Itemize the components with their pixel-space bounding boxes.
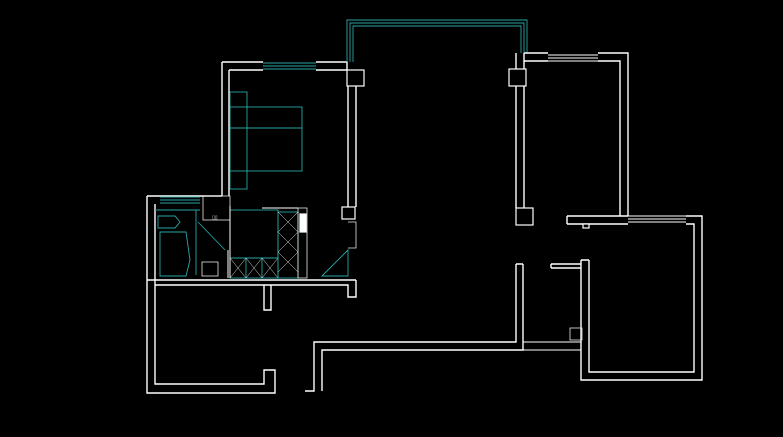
left-wing-mid-wall <box>155 279 357 298</box>
bed <box>229 91 303 190</box>
right-lower-window <box>628 215 686 223</box>
closet <box>229 207 308 279</box>
bedroom-wall-left <box>221 62 230 196</box>
bedroom-wall-right <box>347 86 357 207</box>
corridor-wall <box>305 263 524 392</box>
left-wing-window <box>160 196 200 204</box>
balcony-top <box>346 19 528 62</box>
right-room-wall-bottom <box>566 215 628 225</box>
balcony-railing <box>346 19 528 62</box>
master-bedroom <box>221 61 365 220</box>
right-upper-room <box>508 52 629 229</box>
column <box>515 207 534 226</box>
bedroom-wall-top-right <box>316 61 348 71</box>
bedroom-window <box>263 62 316 70</box>
column <box>341 206 356 220</box>
bathroom: ▯▯ <box>155 195 231 277</box>
right-lower-room <box>550 215 703 381</box>
column <box>582 223 590 229</box>
left-wing: ▯▯ <box>146 195 357 394</box>
right-room-wall-top-right <box>598 52 629 216</box>
column <box>508 68 527 87</box>
svg-text:▯▯: ▯▯ <box>212 215 218 221</box>
right-lower-wall-top <box>550 259 589 269</box>
right-lower-wall-right <box>580 215 703 381</box>
bedroom-wall-top-left <box>222 61 263 71</box>
shaft <box>569 327 583 341</box>
right-room-window <box>548 54 598 62</box>
column <box>346 69 365 87</box>
left-wing-stub <box>263 285 272 311</box>
right-room-wall-top <box>524 52 548 62</box>
left-wing-outer <box>146 195 276 394</box>
lower-corridor <box>305 263 581 392</box>
interior-wall <box>227 206 298 278</box>
door-swing <box>320 221 357 277</box>
corridor-inner <box>523 341 581 351</box>
